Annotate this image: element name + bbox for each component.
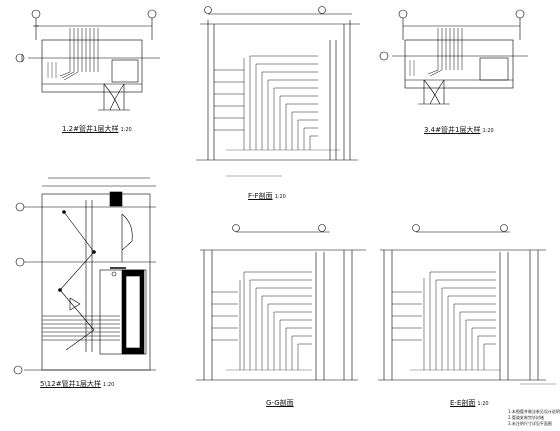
title-text: G-G剖面 (266, 399, 294, 407)
note-1: 1.本图管井做法参见设计说明 (508, 409, 560, 414)
scale-text: 1:20 (274, 194, 286, 200)
title-section-g: G-G剖面 (266, 399, 296, 408)
section-e-e (378, 224, 556, 385)
title-text: 1.2#管井1层大样 (62, 125, 119, 133)
scale-text: 1:20 (120, 127, 132, 133)
plan-bottom-left (13, 177, 156, 375)
scale-text: 1:20 (103, 382, 115, 388)
section-g-g (196, 224, 366, 381)
note-3: 3.未注明尺寸详见平面图 (508, 421, 552, 426)
title-text: 5\12#管井1层大样 (40, 380, 102, 388)
plan-top-right (379, 9, 528, 105)
section-f-f (196, 6, 360, 177)
note-2: 2.管道安装完毕封堵 (508, 415, 544, 420)
plan-top-left (15, 9, 160, 111)
scale-text: 1:20 (482, 128, 494, 134)
title-text: E-E剖面 (450, 399, 476, 407)
scale-text: 1:20 (477, 401, 489, 407)
title-text: 3.4#管井1层大样 (424, 126, 481, 134)
title-text: F-F剖面 (248, 192, 273, 200)
